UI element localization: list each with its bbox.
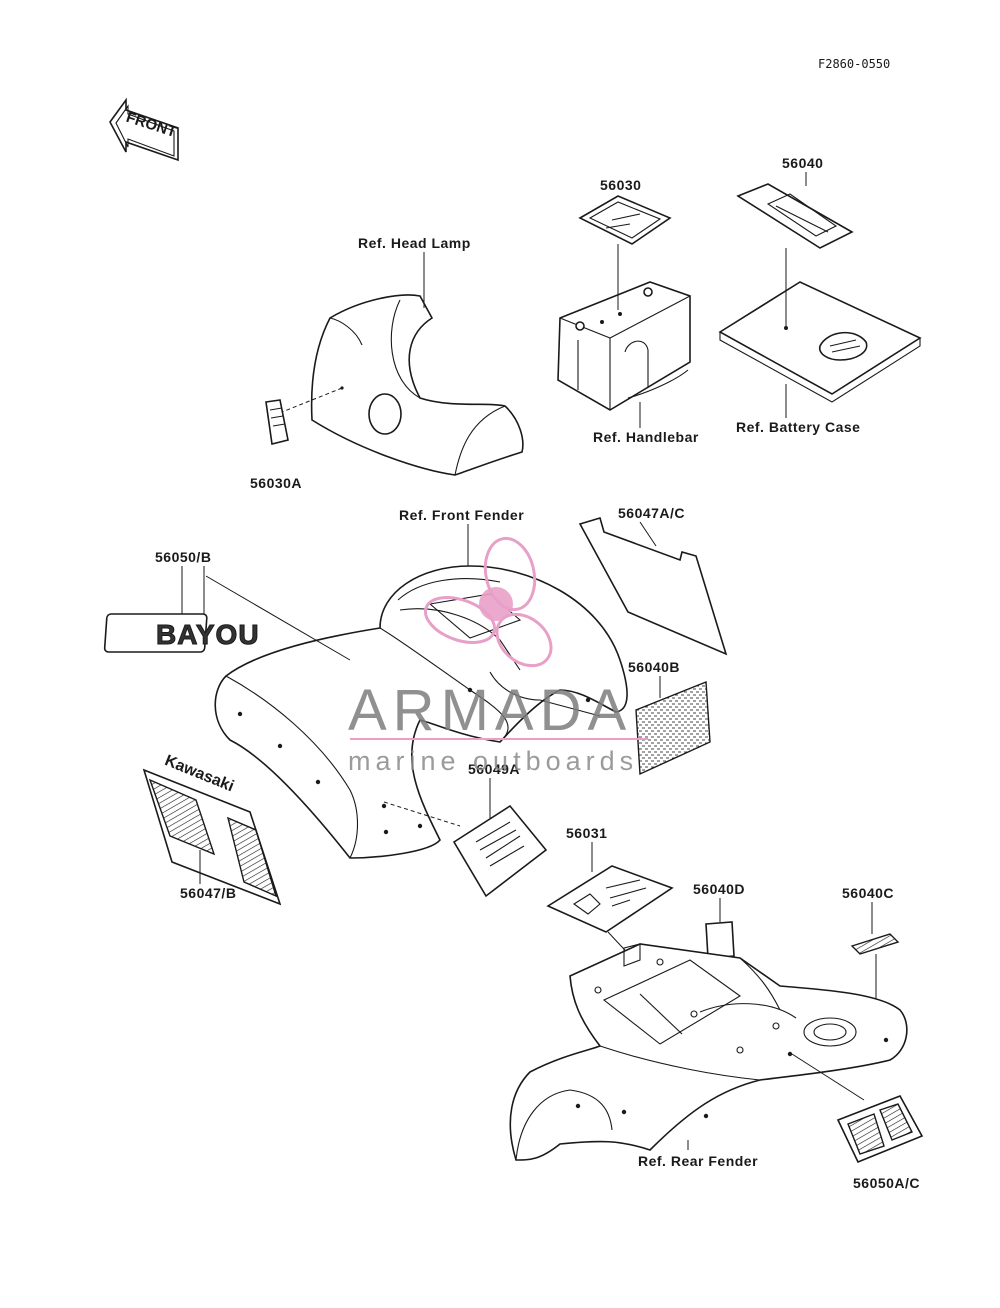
decal-56031	[546, 865, 674, 933]
decal-56040C	[850, 933, 900, 955]
label-ref-front-fender: Ref. Front Fender	[399, 507, 524, 523]
decal-56049A	[452, 804, 548, 898]
decal-56040	[736, 183, 854, 249]
label-56049A: 56049A	[468, 761, 520, 777]
decal-56040D	[705, 921, 735, 959]
decal-56050AC	[836, 1095, 924, 1164]
label-56047AC: 56047A/C	[618, 505, 685, 521]
label-ref-rear-fender: Ref. Rear Fender	[638, 1153, 758, 1169]
rear-fender	[509, 943, 908, 1161]
decal-bayou-text: BAYOU	[156, 619, 260, 650]
label-56047B: 56047/B	[180, 885, 236, 901]
label-56031: 56031	[566, 825, 607, 841]
watermark-propeller-icon	[423, 536, 553, 668]
decal-56047AC	[578, 517, 728, 656]
label-ref-head-lamp: Ref. Head Lamp	[358, 235, 471, 251]
label-56030: 56030	[600, 177, 641, 193]
battery-case-lid	[718, 281, 922, 403]
label-56050AC: 56050A/C	[853, 1175, 920, 1191]
handlebar-cover	[557, 281, 691, 411]
label-56050B: 56050/B	[155, 549, 211, 565]
label-56040C: 56040C	[842, 885, 894, 901]
decal-56040B	[635, 680, 711, 776]
label-ref-battery-case: Ref. Battery Case	[736, 419, 860, 435]
front-arrow-icon: FRONT	[109, 97, 179, 162]
label-ref-handlebar: Ref. Handlebar	[593, 429, 699, 445]
label-56040B: 56040B	[628, 659, 680, 675]
decal-kawasaki: Kawasaki	[142, 752, 282, 906]
watermark: ARMADA marine outboards	[348, 536, 648, 776]
watermark-brand: ARMADA	[348, 678, 632, 743]
decal-bayou: BAYOU	[103, 613, 260, 653]
watermark-tagline: marine outboards	[348, 746, 638, 776]
decal-56030	[578, 195, 672, 245]
diagram-code: F2860-0550	[818, 57, 890, 71]
label-56040: 56040	[782, 155, 823, 171]
label-56030A: 56030A	[250, 475, 302, 491]
head-lamp-cover	[310, 294, 524, 476]
decal-56030A	[265, 399, 289, 445]
label-56040D: 56040D	[693, 881, 745, 897]
